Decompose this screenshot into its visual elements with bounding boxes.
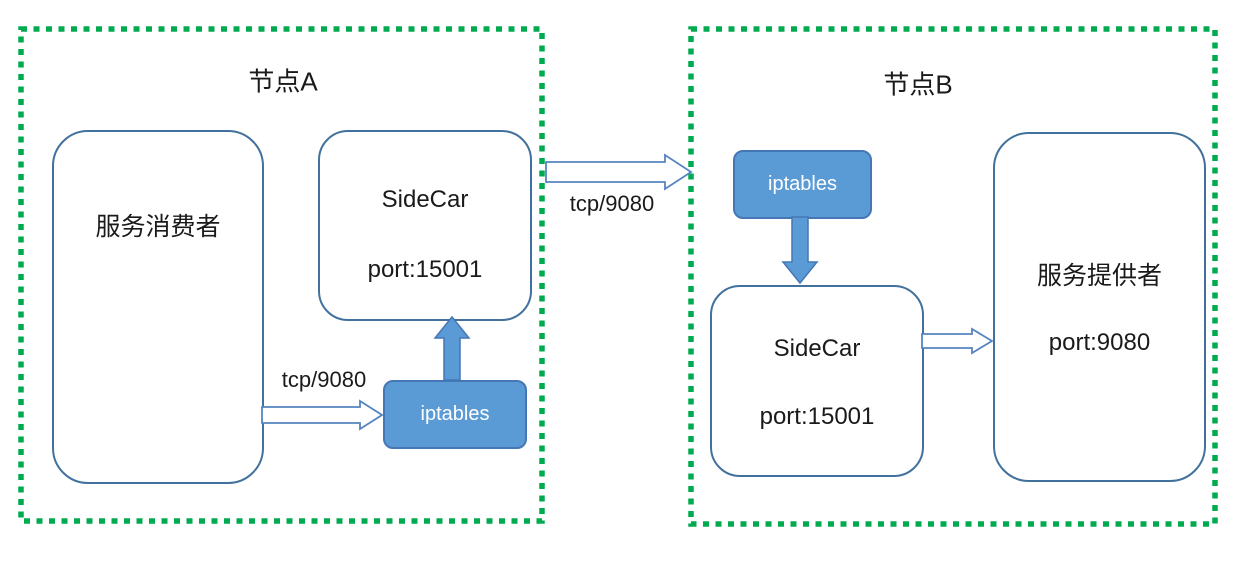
sidecar-to-provider-arrow bbox=[921, 327, 994, 355]
consumer-to-iptables-arrow bbox=[261, 399, 384, 431]
service-provider-box: 服务提供者 port:9080 bbox=[993, 132, 1206, 482]
node-a-traffic-label: tcp/9080 bbox=[281, 367, 367, 392]
node-a-to-node-b-arrow bbox=[545, 153, 693, 191]
sidecar-b-port: port:15001 bbox=[759, 403, 875, 430]
sidecar-b-title: SideCar bbox=[773, 335, 861, 362]
iptables-b-box: iptables bbox=[733, 150, 872, 219]
iptables-a-box: iptables bbox=[383, 380, 527, 449]
iptables-a-label: iptables bbox=[420, 403, 490, 425]
sidecar-a-box: SideCar port:15001 bbox=[318, 130, 532, 321]
iptables-b-label: iptables bbox=[768, 173, 837, 195]
service-provider-label: 服务提供者 bbox=[1036, 262, 1162, 290]
service-consumer-box: 服务消费者 bbox=[52, 130, 264, 484]
service-consumer-label: 服务消费者 bbox=[95, 213, 221, 241]
sidecar-a-port: port:15001 bbox=[367, 256, 483, 283]
iptables-to-sidecar-b-arrow bbox=[781, 216, 819, 285]
service-provider-port: port:9080 bbox=[1048, 329, 1151, 356]
sidecar-b-box: SideCar port:15001 bbox=[710, 285, 924, 477]
iptables-to-sidecar-a-arrow bbox=[433, 315, 471, 381]
node-a-title: 节点A bbox=[248, 66, 318, 97]
sidecar-a-title: SideCar bbox=[381, 186, 469, 213]
internode-traffic-label: tcp/9080 bbox=[569, 191, 655, 216]
node-b-title: 节点B bbox=[883, 69, 953, 100]
